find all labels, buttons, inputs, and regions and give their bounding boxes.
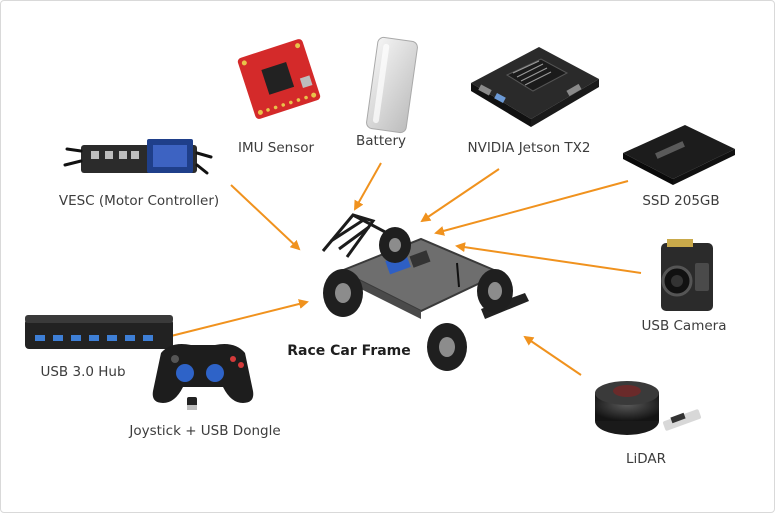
label-usb-hub: USB 3.0 Hub	[40, 364, 126, 380]
car-wheels	[323, 227, 513, 371]
arrow-lidar	[523, 335, 582, 376]
arrow-jetson	[420, 168, 500, 223]
label-race-car-frame: Race Car Frame	[287, 343, 411, 359]
label-lidar: LiDAR	[625, 451, 667, 467]
arrow-vesc	[230, 184, 301, 251]
jetson-board-image	[471, 47, 599, 127]
usb-camera-image	[661, 239, 713, 311]
race-car-image	[321, 213, 529, 371]
arrow-ssd	[434, 180, 629, 236]
ssd-image	[623, 125, 735, 185]
label-joystick: Joystick + USB Dongle	[129, 423, 281, 439]
label-vesc: VESC (Motor Controller)	[58, 193, 220, 209]
arrow-battery	[354, 162, 382, 211]
vesc-image	[63, 139, 213, 175]
joystick-image	[152, 344, 254, 410]
label-usb-camera: USB Camera	[641, 318, 727, 334]
imu-sensor-image	[237, 39, 321, 119]
usb-hub-image	[25, 315, 173, 349]
connector-arrows	[170, 162, 642, 376]
arrow-hub	[170, 299, 309, 337]
label-battery: Battery	[356, 133, 406, 149]
label-ssd: SSD 205GB	[642, 193, 720, 209]
arrow-camera	[455, 242, 642, 274]
label-jetson: NVIDIA Jetson TX2	[467, 140, 591, 156]
lidar-image	[595, 381, 702, 435]
battery-image	[366, 36, 418, 134]
label-imu-sensor: IMU Sensor	[237, 140, 315, 156]
